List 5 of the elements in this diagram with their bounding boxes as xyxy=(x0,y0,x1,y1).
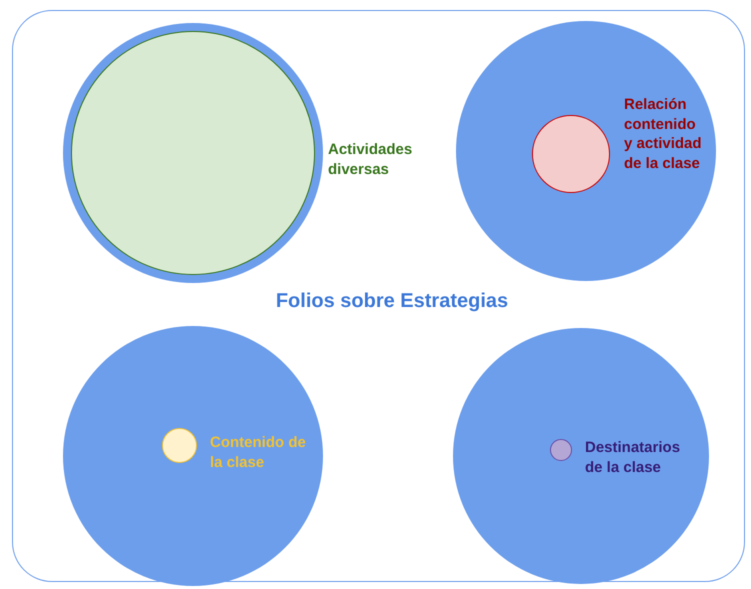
circle-label: Destinatarios de la clase xyxy=(585,438,682,477)
circle-label: Contenido de la clase xyxy=(210,433,306,472)
circle-label: Relación contenido y actividad de la clase xyxy=(624,95,703,173)
circle-label: Actividades diversas xyxy=(328,140,414,179)
diagram-title: Folios sobre Estrategias xyxy=(274,289,510,314)
